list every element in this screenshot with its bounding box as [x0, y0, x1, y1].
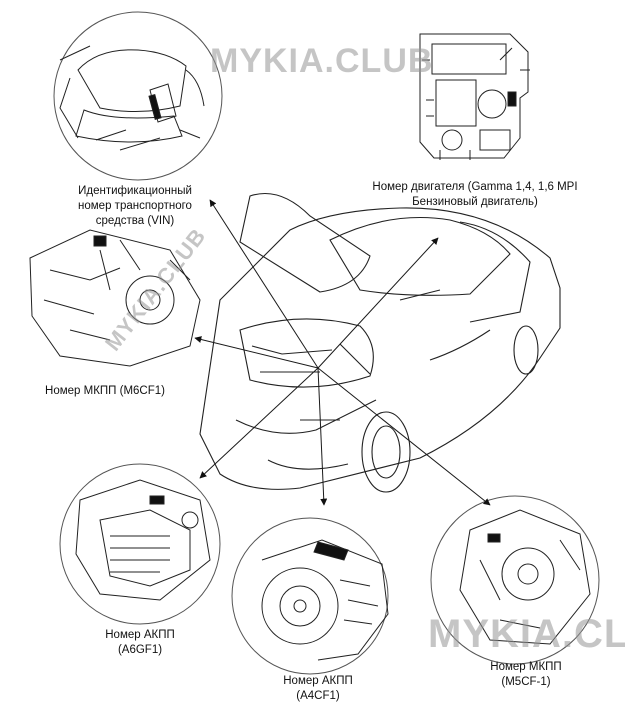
arrow-to-engine	[317, 237, 439, 369]
a6gf1-gearbox-illustration	[59, 463, 221, 625]
label-vin-line-2: номер транспортного	[78, 200, 192, 212]
arrow-to-m5cf1	[317, 367, 491, 506]
label-m5cf1: Номер МКПП (M5CF-1)	[466, 660, 586, 690]
label-m5cf1-line-1: Номер МКПП	[490, 661, 562, 673]
label-a4cf1: Номер АКПП (A4CF1)	[258, 674, 378, 704]
label-m6cf1: Номер МКПП (M6CF1)	[20, 384, 190, 399]
vin-seat-illustration	[53, 11, 223, 181]
a4cf1-gearbox-illustration	[231, 517, 389, 675]
label-a6gf1-line-2: (A6GF1)	[117, 644, 163, 656]
car-illustration	[199, 192, 561, 493]
label-a4cf1-line-1: Номер АКПП	[283, 675, 353, 687]
arrow-to-a4cf1	[317, 367, 328, 506]
label-a4cf1-line-2: (A4CF1)	[296, 690, 340, 702]
arrow-to-m6cf1	[194, 336, 319, 369]
label-vin-line-1: Идентификационный	[78, 185, 192, 197]
label-engine: Номер двигателя (Gamma 1,4, 1,6 MPI Бенз…	[360, 180, 590, 210]
label-engine-line-1: Номер двигателя (Gamma 1,4, 1,6 MPI	[372, 181, 578, 193]
watermark-top: MYKIA.CLUB	[210, 42, 434, 80]
m6cf1-gearbox-illustration	[29, 229, 201, 367]
label-vin-line-3: средства (VIN)	[95, 215, 175, 227]
label-m6cf1-line-1: Номер МКПП (M6CF1)	[45, 385, 165, 397]
label-engine-line-2: Бензиновый двигатель)	[412, 196, 538, 208]
label-a6gf1-line-1: Номер АКПП	[105, 629, 175, 641]
arrow-to-a6gf1	[199, 367, 319, 479]
arrow-to-vin	[209, 199, 319, 369]
engine-illustration	[419, 33, 530, 160]
leader-lines	[194, 199, 491, 506]
m5cf1-gearbox-illustration	[430, 495, 600, 665]
watermark-bottom: MYKIA.CLUB	[428, 612, 625, 656]
label-a6gf1: Номер АКПП (A6GF1)	[80, 628, 200, 658]
label-m5cf1-line-2: (M5CF-1)	[501, 676, 551, 688]
label-vin: Идентификационный номер транспортного ср…	[60, 184, 210, 229]
